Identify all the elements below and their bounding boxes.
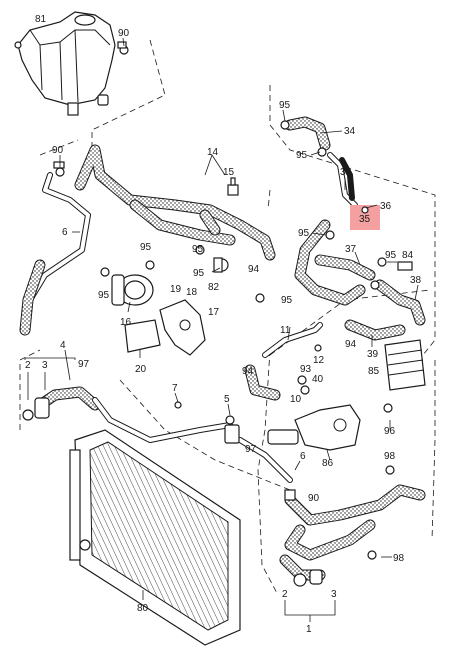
callout-4: 4 bbox=[60, 340, 66, 351]
callout-14: 14 bbox=[207, 147, 219, 158]
callout-20: 20 bbox=[135, 364, 147, 375]
callout-95: 95 bbox=[298, 228, 310, 239]
callout-12: 12 bbox=[313, 355, 325, 366]
oil-cooler-85[interactable] bbox=[384, 339, 426, 391]
pipe-11[interactable] bbox=[262, 322, 323, 358]
aux-pump-16[interactable] bbox=[100, 267, 154, 306]
callout-35: 35 bbox=[359, 214, 371, 225]
callout-95: 95 bbox=[296, 150, 308, 161]
callout-90: 90 bbox=[308, 493, 320, 504]
callout-40: 40 bbox=[312, 374, 324, 385]
bracket-17[interactable] bbox=[159, 299, 206, 356]
callout-2: 2 bbox=[25, 360, 31, 371]
callout-17: 17 bbox=[208, 307, 220, 318]
expansion-tank[interactable] bbox=[14, 11, 116, 116]
callout-95: 95 bbox=[98, 290, 110, 301]
callout-36: 36 bbox=[380, 201, 392, 212]
callout-1: 1 bbox=[306, 624, 312, 635]
fitting-2-3-lower[interactable] bbox=[293, 569, 323, 587]
callout-86: 86 bbox=[322, 458, 334, 469]
callout-80: 80 bbox=[137, 603, 149, 614]
clamp-95-upper[interactable] bbox=[145, 245, 265, 303]
callout-38: 38 bbox=[410, 275, 422, 286]
hose-10[interactable] bbox=[244, 364, 281, 401]
callout-93: 93 bbox=[300, 364, 312, 375]
radiator-80[interactable] bbox=[69, 429, 241, 646]
callout-94: 94 bbox=[242, 366, 254, 377]
leader-lines bbox=[24, 37, 419, 622]
fitting-90-lower[interactable] bbox=[284, 489, 296, 501]
callout-5: 5 bbox=[224, 394, 230, 405]
pipe-97[interactable] bbox=[92, 397, 293, 483]
callout-16: 16 bbox=[120, 317, 132, 328]
callout-39: 39 bbox=[367, 349, 379, 360]
callout-labels: 81 90 90 95 34 95 33 36 35 95 37 95 84 3… bbox=[25, 14, 422, 635]
callout-34: 34 bbox=[344, 126, 356, 137]
hose-35-left[interactable] bbox=[294, 219, 366, 306]
clamp-90-tank[interactable] bbox=[117, 41, 129, 55]
callout-3: 3 bbox=[331, 589, 337, 600]
hose-39[interactable] bbox=[344, 319, 406, 341]
callout-6: 6 bbox=[300, 451, 306, 462]
clamp-12[interactable] bbox=[314, 344, 322, 352]
callout-90: 90 bbox=[118, 28, 130, 39]
sensor-84[interactable] bbox=[397, 261, 413, 271]
callout-98: 98 bbox=[393, 553, 405, 564]
clamp-90-left[interactable] bbox=[53, 161, 65, 177]
hose-34[interactable] bbox=[284, 116, 331, 151]
hose-14[interactable] bbox=[74, 144, 276, 261]
thermostat-housing-86[interactable] bbox=[267, 404, 361, 451]
callout-19: 19 bbox=[170, 284, 182, 295]
clamps-96-98[interactable] bbox=[383, 403, 395, 475]
callout-97: 97 bbox=[78, 359, 90, 370]
callout-3: 3 bbox=[42, 360, 48, 371]
callout-18: 18 bbox=[186, 287, 198, 298]
callout-10: 10 bbox=[290, 394, 302, 405]
fittings-93-40[interactable] bbox=[297, 375, 310, 395]
connector-97-lower[interactable] bbox=[224, 424, 240, 444]
callout-33: 33 bbox=[340, 167, 352, 178]
callout-6: 6 bbox=[62, 227, 68, 238]
callout-90: 90 bbox=[52, 145, 64, 156]
callout-7: 7 bbox=[172, 383, 178, 394]
pipe-33[interactable] bbox=[327, 152, 358, 208]
callout-95: 95 bbox=[192, 244, 204, 255]
callout-81: 81 bbox=[35, 14, 47, 25]
callout-85: 85 bbox=[368, 366, 380, 377]
connector-82[interactable] bbox=[213, 257, 229, 273]
callout-11: 11 bbox=[280, 325, 291, 336]
callout-15: 15 bbox=[223, 167, 235, 178]
plate-20[interactable] bbox=[124, 319, 161, 353]
callout-95: 95 bbox=[193, 268, 205, 279]
fittings-2-3-left[interactable] bbox=[22, 397, 50, 421]
callout-95: 95 bbox=[281, 295, 293, 306]
hose-37[interactable] bbox=[314, 254, 376, 281]
callout-97: 97 bbox=[245, 444, 257, 455]
callout-95: 95 bbox=[279, 100, 291, 111]
callout-37: 37 bbox=[345, 244, 357, 255]
clamp-98-lower[interactable] bbox=[367, 550, 377, 560]
callout-82: 82 bbox=[208, 282, 220, 293]
callout-95: 95 bbox=[385, 250, 397, 261]
clamp-5-7[interactable] bbox=[174, 401, 235, 425]
callout-84: 84 bbox=[402, 250, 414, 261]
callout-2: 2 bbox=[282, 589, 288, 600]
callout-96: 96 bbox=[384, 426, 396, 437]
clamps-95-right[interactable] bbox=[280, 120, 387, 290]
callout-95: 95 bbox=[140, 242, 152, 253]
hose-38[interactable] bbox=[374, 279, 426, 326]
callout-98: 98 bbox=[384, 451, 396, 462]
callout-94: 94 bbox=[248, 264, 260, 275]
callout-94: 94 bbox=[345, 339, 357, 350]
hose-6[interactable] bbox=[19, 172, 91, 336]
sensor-15[interactable] bbox=[227, 177, 239, 196]
